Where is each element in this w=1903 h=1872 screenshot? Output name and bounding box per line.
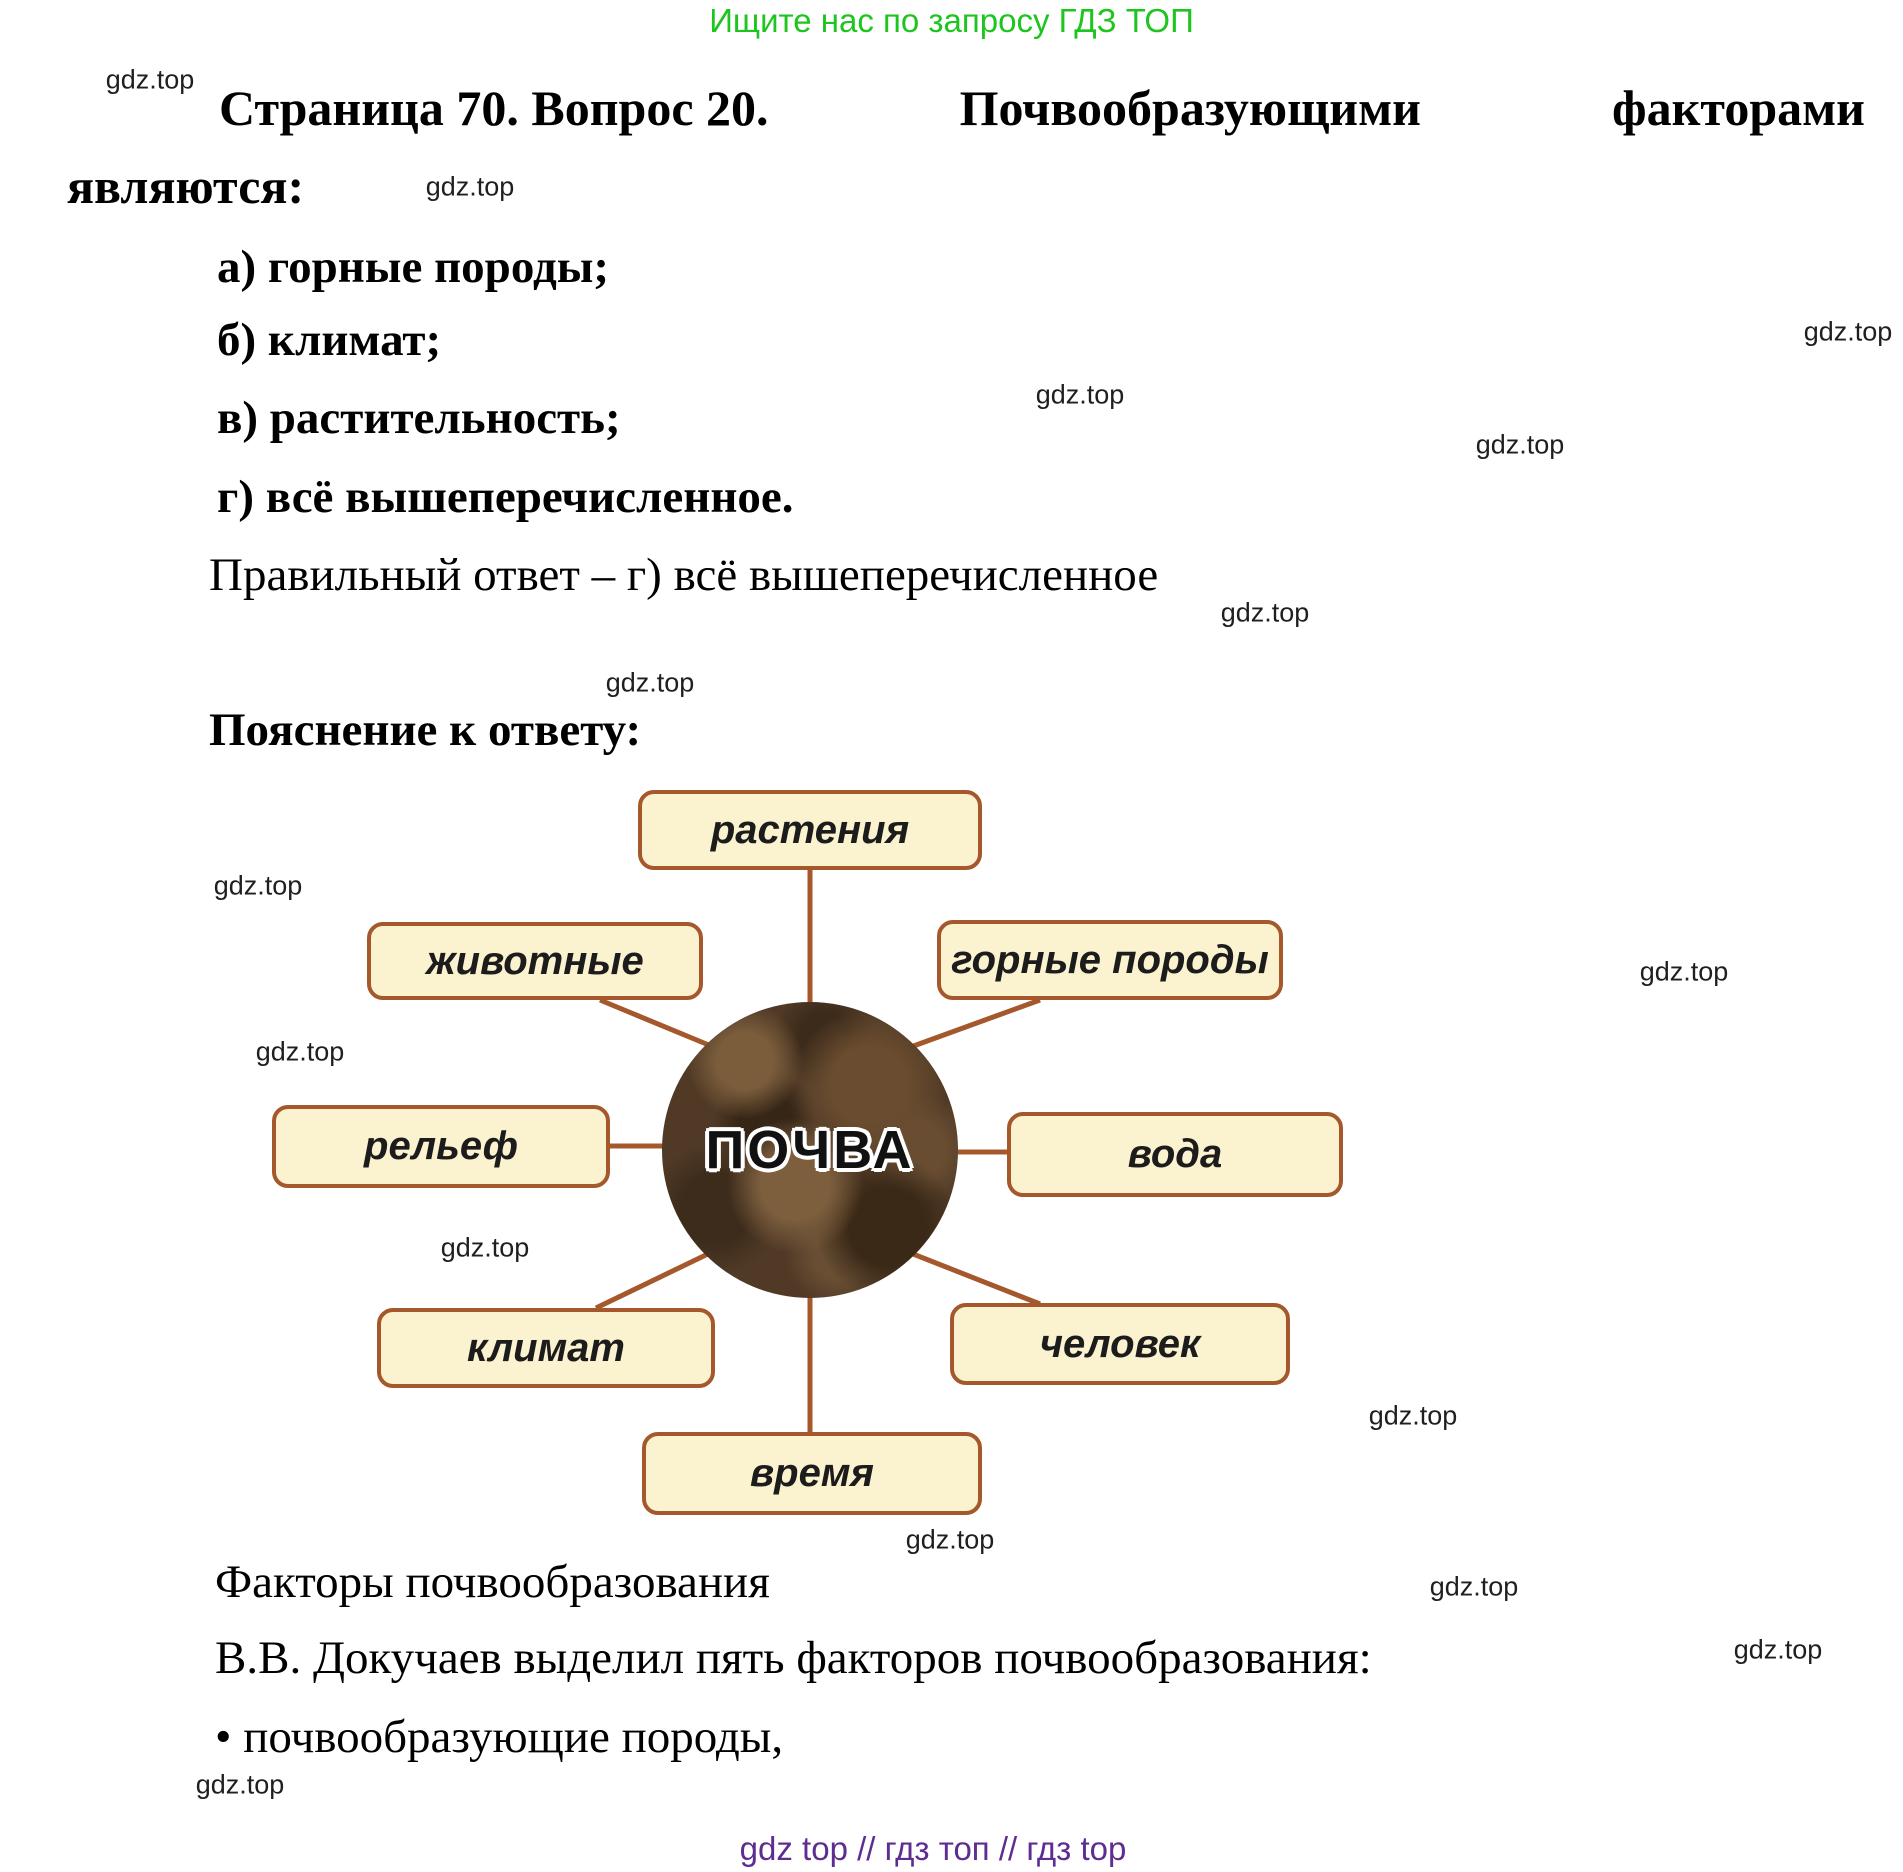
diagram-node-relief: рельеф bbox=[272, 1105, 610, 1188]
page-title: Страница 70. Вопрос 20. Почвообразующими… bbox=[219, 82, 1865, 134]
explanation-heading: Пояснение к ответу: bbox=[209, 704, 642, 756]
soil-circle-label: ПОЧВА bbox=[705, 1120, 915, 1180]
watermark: gdz.top bbox=[105, 64, 195, 95]
watermark: gdz.top bbox=[213, 870, 303, 901]
watermark: gdz.top bbox=[605, 667, 695, 698]
option-a: а) горные породы; bbox=[217, 241, 610, 293]
watermark: gdz.top bbox=[440, 1232, 530, 1263]
dokuchaev-line: В.В. Докучаев выделил пять факторов почв… bbox=[215, 1632, 1372, 1684]
page-title-part2: Почвообразующими bbox=[959, 80, 1421, 136]
diagram-node-rocks: горные породы bbox=[937, 920, 1283, 1000]
diagram-caption: Факторы почвообразования bbox=[215, 1556, 770, 1608]
watermark: gdz.top bbox=[905, 1524, 995, 1555]
option-g: г) всё вышеперечисленное. bbox=[217, 471, 794, 523]
watermark: gdz.top bbox=[1220, 597, 1310, 628]
watermark: gdz.top bbox=[255, 1036, 345, 1067]
watermark: gdz.top bbox=[1035, 379, 1125, 410]
watermark: gdz.top bbox=[1475, 429, 1565, 460]
page-title-part3: факторами bbox=[1612, 80, 1865, 136]
watermark: gdz.top bbox=[1368, 1400, 1458, 1431]
diagram-node-plants: растения bbox=[638, 790, 982, 870]
footer-links: gdz top // гдз топ // гдз top bbox=[739, 1830, 1127, 1867]
diagram-node-water: вода bbox=[1007, 1112, 1343, 1197]
promo-banner: Ищите нас по запросу ГДЗ ТОП bbox=[709, 2, 1194, 39]
page-title-part1: Страница 70. Вопрос 20. bbox=[219, 80, 769, 136]
diagram-node-climate: климат bbox=[377, 1308, 715, 1388]
page-title-line2: являются: bbox=[67, 158, 305, 214]
option-b: б) климат; bbox=[217, 314, 442, 366]
diagram-node-time: время bbox=[642, 1432, 982, 1515]
watermark: gdz.top bbox=[1733, 1634, 1823, 1665]
watermark: gdz.top bbox=[1803, 316, 1893, 347]
bullet-parent-rocks: • почвообразующие породы, bbox=[215, 1711, 784, 1763]
diagram-node-human: человек bbox=[950, 1303, 1290, 1385]
watermark: gdz.top bbox=[425, 171, 515, 202]
option-v: в) растительность; bbox=[217, 392, 621, 444]
watermark: gdz.top bbox=[1429, 1571, 1519, 1602]
soil-circle: ПОЧВА bbox=[662, 1002, 958, 1298]
correct-answer-line: Правильный ответ – г) всё вышеперечислен… bbox=[209, 549, 1159, 601]
watermark: gdz.top bbox=[195, 1769, 285, 1800]
diagram-node-animals: животные bbox=[367, 922, 703, 1000]
watermark: gdz.top bbox=[1639, 956, 1729, 987]
